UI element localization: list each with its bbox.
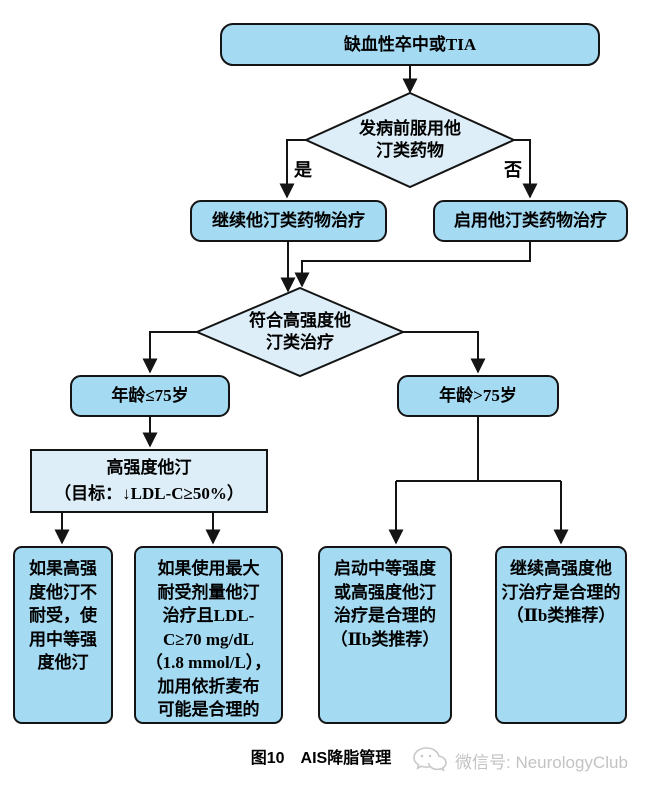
no-label: 否 <box>504 160 522 180</box>
start-node-label: 缺血性卒中或TIA <box>343 34 477 54</box>
age-gt-75-label: 年龄>75岁 <box>439 386 517 405</box>
decision1-diamond <box>303 91 517 189</box>
outcome-initiate-node: 启动中等强度 或高强度他汀 治疗是合理的 （Ⅱb类推荐） <box>318 546 452 724</box>
decision-high-intensity-label: 符合高强度他 汀类治疗 <box>249 311 351 352</box>
start-statin-node: 启用他汀类药物治疗 <box>433 200 628 242</box>
outcome-initiate-label: 启动中等强度 或高强度他汀 治疗是合理的 （Ⅱb类推荐） <box>330 559 440 649</box>
age-le-75-label: 年龄≤75岁 <box>111 386 189 405</box>
wechat-icon <box>413 747 447 772</box>
continue-statin-label: 继续他汀类药物治疗 <box>212 211 365 230</box>
arrow-decision2-to-age-le <box>142 331 197 374</box>
outcome-intolerant-node: 如果高强 度他汀不 耐受，使 用中等强 度他汀 <box>13 546 113 724</box>
decision-prior-statin: 发病前服用他 汀类药物 <box>330 116 490 164</box>
continue-statin-node: 继续他汀类药物治疗 <box>190 200 387 242</box>
age-le-75-node: 年龄≤75岁 <box>70 375 230 417</box>
arrow-no-branch <box>514 139 538 199</box>
high-intensity-goal-label: 高强度他汀 （目标：↓LDL-C≥50%） <box>54 458 244 503</box>
decision-prior-statin-label: 发病前服用他 汀类药物 <box>359 119 461 160</box>
line-agegt-split <box>396 417 561 482</box>
outcome-continue-label: 继续高强度他 汀治疗是合理的 （Ⅱb类推荐） <box>501 559 621 625</box>
arrow-startstatin-to-decision2 <box>294 242 531 288</box>
outcome-intolerant-label: 如果高强 度他汀不 耐受，使 用中等强 度他汀 <box>29 559 97 672</box>
arrow-yes-branch <box>279 139 306 199</box>
age-gt-75-node: 年龄>75岁 <box>397 375 559 417</box>
high-intensity-goal-node: 高强度他汀 （目标：↓LDL-C≥50%） <box>30 449 268 513</box>
decision2-diamond <box>194 286 406 378</box>
figure-caption: 图10 AIS降脂管理 <box>250 750 392 767</box>
yes-label: 是 <box>294 160 312 180</box>
start-statin-label: 启用他汀类药物治疗 <box>454 211 607 230</box>
outcome-ezetimibe-node: 如果使用最大 耐受剂量他汀 治疗且LDL- C≥70 mg/dL （1.8 mm… <box>134 546 283 724</box>
start-node: 缺血性卒中或TIA <box>220 23 600 66</box>
outcome-continue-node: 继续高强度他 汀治疗是合理的 （Ⅱb类推荐） <box>495 546 627 724</box>
watermark-text: 微信号: NeurologyClub <box>455 752 628 772</box>
arrow-decision2-to-age-gt <box>403 331 486 374</box>
decision-high-intensity: 符合高强度他 汀类治疗 <box>220 308 380 356</box>
watermark: 微信号: NeurologyClub <box>412 744 628 776</box>
outcome-ezetimibe-label: 如果使用最大 耐受剂量他汀 治疗且LDL- C≥70 mg/dL （1.8 mm… <box>145 559 272 719</box>
